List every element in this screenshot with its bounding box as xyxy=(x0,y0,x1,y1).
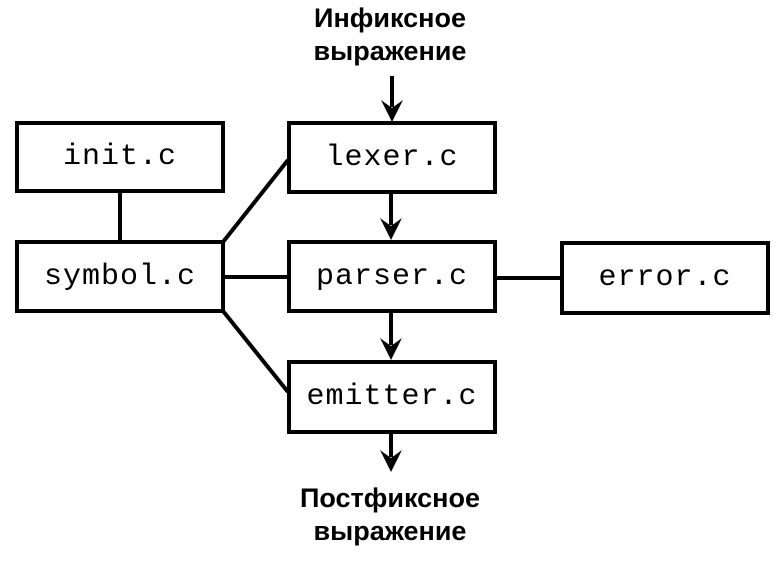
output-expression-line1: Постфиксное xyxy=(300,483,480,513)
output-expression-line2: выражение xyxy=(313,516,467,546)
edge-symbol-lexer xyxy=(221,158,290,244)
module-box-emitter: emitter.c xyxy=(287,360,497,434)
module-box-lexer: lexer.c xyxy=(287,121,497,194)
input-expression-line1: Инфиксное xyxy=(314,3,466,33)
module-label-emitter: emitter.c xyxy=(306,380,478,414)
edge-symbol-emitter xyxy=(221,309,290,394)
module-box-parser: parser.c xyxy=(287,240,497,313)
module-box-symbol: symbol.c xyxy=(15,240,225,313)
module-label-lexer: lexer.c xyxy=(325,140,459,175)
module-label-parser: parser.c xyxy=(315,259,469,294)
module-label-init: init.c xyxy=(62,140,178,174)
arrowhead-input-lexer xyxy=(381,100,403,122)
arrowhead-parser-emitter xyxy=(380,338,402,360)
output-expression-label: Постфиксное выражение xyxy=(240,482,540,548)
module-label-symbol: symbol.c xyxy=(43,259,197,294)
input-expression-label: Инфиксное выражение xyxy=(240,2,540,68)
module-label-error: error.c xyxy=(598,261,732,295)
arrowhead-lexer-parser xyxy=(380,218,402,240)
input-expression-line2: выражение xyxy=(313,36,467,66)
arrowhead-emitter-output xyxy=(380,450,402,472)
module-box-error: error.c xyxy=(560,241,770,315)
module-box-init: init.c xyxy=(15,121,225,193)
